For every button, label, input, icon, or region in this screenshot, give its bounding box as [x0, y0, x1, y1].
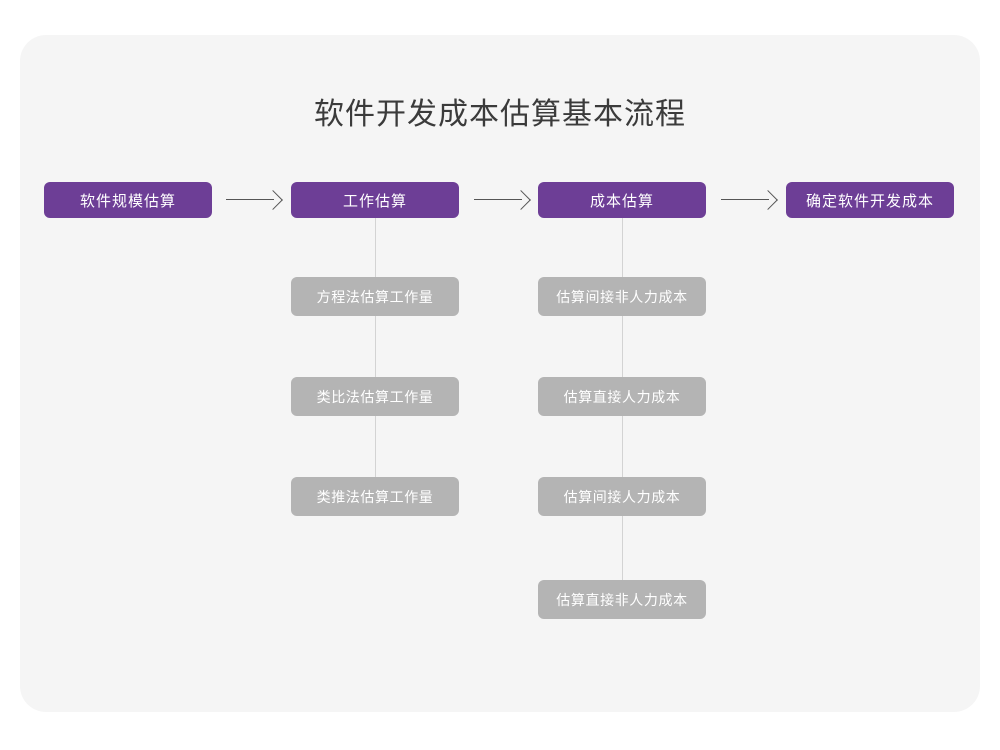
stage-node-effort-estimation[interactable]: 工作估算: [291, 182, 459, 218]
substep-node-indirect-labor-cost[interactable]: 估算间接人力成本: [538, 477, 706, 516]
arrow-head-icon: [511, 190, 531, 210]
stage-node-cost-estimation[interactable]: 成本估算: [538, 182, 706, 218]
substep-node-indirect-nonlabor-cost[interactable]: 估算间接非人力成本: [538, 277, 706, 316]
substep-node-inference-method[interactable]: 类推法估算工作量: [291, 477, 459, 516]
diagram-card: [20, 35, 980, 712]
arrow-head-icon: [263, 190, 283, 210]
page-title: 软件开发成本估算基本流程: [314, 98, 686, 131]
substep-node-analogy-method[interactable]: 类比法估算工作量: [291, 377, 459, 416]
stage-node-software-scale-estimation[interactable]: 软件规模估算: [44, 182, 212, 218]
substep-node-equation-method[interactable]: 方程法估算工作量: [291, 277, 459, 316]
arrow-shaft: [474, 199, 522, 200]
arrow-stage2-to-stage3: [474, 190, 531, 210]
connector-line-stage2: [375, 218, 376, 497]
arrow-head-icon: [758, 190, 778, 210]
arrow-shaft: [721, 199, 769, 200]
substep-node-direct-nonlabor-cost[interactable]: 估算直接非人力成本: [538, 580, 706, 619]
substep-node-direct-labor-cost[interactable]: 估算直接人力成本: [538, 377, 706, 416]
stage-node-determine-development-cost[interactable]: 确定软件开发成本: [786, 182, 954, 218]
arrow-shaft: [226, 199, 274, 200]
arrow-stage1-to-stage2: [226, 190, 283, 210]
arrow-stage3-to-stage4: [721, 190, 778, 210]
